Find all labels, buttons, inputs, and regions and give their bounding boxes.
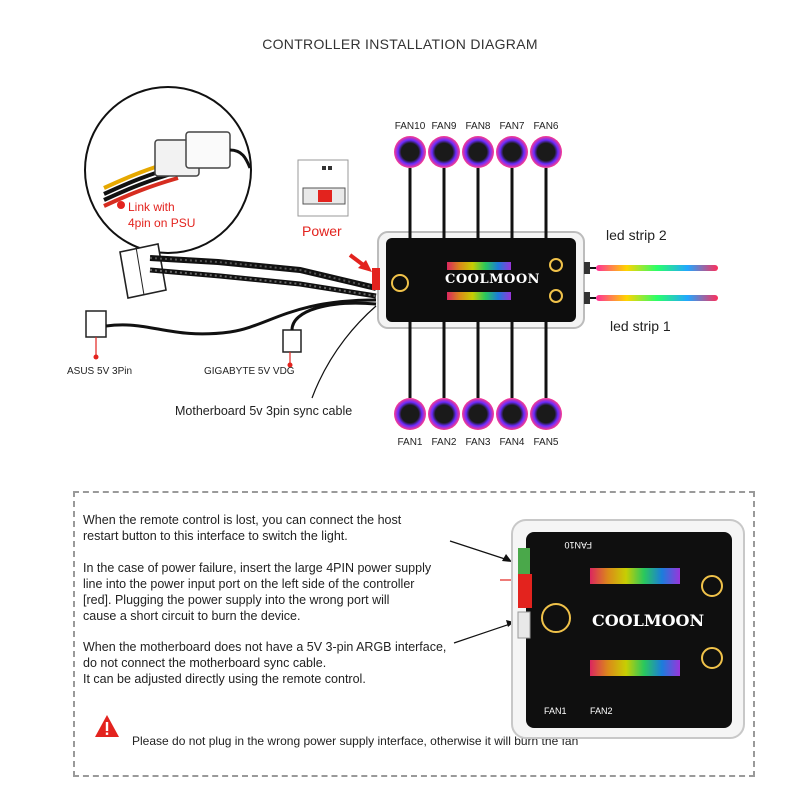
note-power-failure-line4: cause a short circuit to burn the device…	[83, 609, 301, 623]
fan1-label: FAN1	[397, 437, 423, 448]
led-strip-1-bar	[596, 295, 718, 301]
device-photo: COOLMOON FAN10 FAN1 FAN2	[449, 519, 745, 739]
fan1-icon	[394, 398, 426, 430]
top-fans	[394, 136, 562, 238]
power-arrow	[348, 253, 372, 272]
fan2-icon	[428, 398, 460, 430]
note-no-argb: When the motherboard does not have a 5V …	[83, 639, 446, 687]
note-power-failure-line3: [red]. Plugging the power supply into th…	[83, 593, 390, 607]
note-remote-lost: When the remote control is lost, you can…	[83, 512, 401, 544]
fan9-icon	[428, 136, 460, 168]
controller-box	[372, 231, 590, 329]
fan4-label: FAN4	[499, 437, 525, 448]
asus-label: ASUS 5V 3Pin	[67, 366, 133, 377]
note-power-failure-line1: In the case of power failure, insert the…	[83, 561, 432, 575]
psu-label-line1: Link with	[128, 200, 175, 214]
led-strip-1-label: led strip 1	[610, 318, 671, 334]
fan5-label: FAN5	[533, 437, 559, 448]
device-photo-fan-bottom-2: FAN2	[590, 706, 613, 716]
fan9-label: FAN9	[431, 121, 457, 132]
installation-diagram	[84, 86, 718, 430]
device-photo-fan-top-left: FAN10	[564, 540, 592, 550]
controller-brand: COOLMOON	[445, 272, 541, 287]
device-photo-brand: COOLMOON	[592, 611, 704, 630]
psu-connector-callout	[84, 86, 252, 254]
led-strips	[590, 265, 718, 301]
note-power-failure-line2: line into the power input port on the le…	[83, 577, 415, 591]
note-no-argb-line2: do not connect the motherboard sync cabl…	[83, 656, 327, 670]
fan3-icon	[462, 398, 494, 430]
note-no-argb-line1: When the motherboard does not have a 5V …	[83, 640, 447, 654]
fan8-label: FAN8	[465, 121, 491, 132]
note-power-failure: In the case of power failure, insert the…	[83, 560, 431, 624]
led-strip-2-bar	[596, 265, 718, 271]
page-title: CONTROLLER INSTALLATION DIAGRAM	[262, 36, 538, 52]
warning-text: Please do not plug in the wrong power su…	[132, 734, 579, 748]
fan6-icon	[530, 136, 562, 168]
bottom-fans	[394, 322, 562, 430]
sync-cable-label: Motherboard 5v 3pin sync cable	[175, 404, 353, 418]
fan4-icon	[496, 398, 528, 430]
warning-icon	[95, 715, 119, 737]
notes-box	[73, 491, 755, 777]
fan3-label: FAN3	[465, 437, 491, 448]
fan10-label: FAN10	[394, 121, 426, 132]
fan7-label: FAN7	[499, 121, 525, 132]
fan5-icon	[530, 398, 562, 430]
gigabyte-label: GIGABYTE 5V VDG	[204, 366, 295, 377]
sync-cable	[85, 298, 377, 399]
molex-cable	[119, 243, 377, 299]
note-remote-lost-line2: restart button to this interface to swit…	[83, 529, 348, 543]
fan2-label: FAN2	[431, 437, 457, 448]
led-strip-2-label: led strip 2	[606, 227, 667, 243]
psu-label-line2: 4pin on PSU	[128, 216, 196, 230]
power-port-inset	[297, 159, 349, 217]
note-no-argb-line3: It can be adjusted directly using the re…	[83, 672, 366, 686]
note-remote-lost-line1: When the remote control is lost, you can…	[83, 513, 402, 527]
fan10-icon	[394, 136, 426, 168]
fan6-label: FAN6	[533, 121, 559, 132]
fan7-icon	[496, 136, 528, 168]
device-photo-fan-bottom-left: FAN1	[544, 706, 567, 716]
power-label: Power	[302, 223, 342, 239]
fan8-icon	[462, 136, 494, 168]
